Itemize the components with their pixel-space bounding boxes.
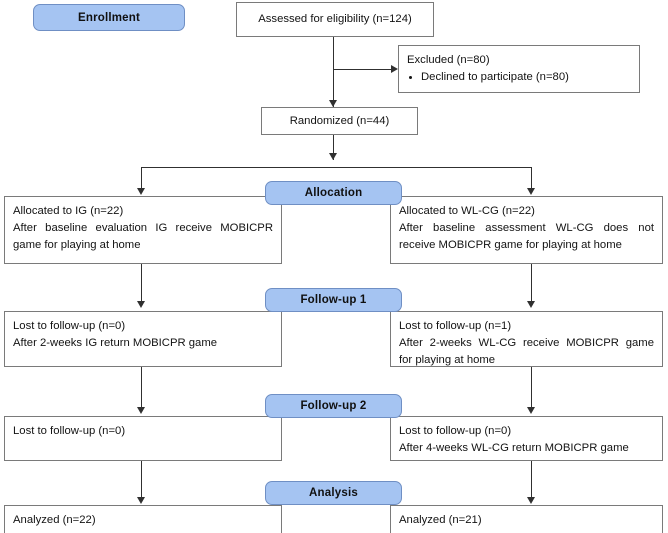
connector-fu2-left-to-analysis (141, 461, 142, 498)
followup2-right-line1: Lost to follow-up (n=0) (399, 425, 512, 437)
allocation-left-line3: game for playing at home (13, 239, 141, 251)
stage-badge-allocation-label: Allocation (304, 187, 363, 199)
followup1-right-line1: Lost to follow-up (n=1) (399, 320, 512, 332)
connector-alloc-left-to-fu1 (141, 264, 142, 302)
arrow-alloc-right-to-fu1 (527, 301, 535, 308)
followup2-right-line2: After 4-weeks WL-CG return MOBICPR game (399, 442, 629, 454)
assessed-for-eligibility-text: Assessed for eligibility (n=124) (258, 13, 412, 25)
randomized-box: Randomized (n=44) (261, 107, 418, 135)
allocation-left-line1: Allocated to IG (n=22) (13, 205, 124, 217)
analysis-left-box: Analyzed (n=22) (4, 505, 282, 533)
assessed-for-eligibility-box: Assessed for eligibility (n=124) (236, 2, 434, 37)
arrow-to-allocation-right (527, 188, 535, 195)
connector-assessed-to-randomized (333, 37, 334, 107)
followup2-left-box: Lost to follow-up (n=0) (4, 416, 282, 461)
stage-badge-followup1-label: Follow-up 1 (300, 294, 367, 306)
connector-fu1-right-to-fu2 (531, 367, 532, 408)
stage-badge-followup2-label: Follow-up 2 (300, 400, 367, 412)
allocation-right-box: Allocated to WL-CG (n=22) After baseline… (390, 196, 663, 264)
followup2-left-line1: Lost to follow-up (n=0) (13, 425, 126, 437)
allocation-right-line1: Allocated to WL-CG (n=22) (399, 205, 535, 217)
connector-split-right-drop (531, 167, 532, 189)
connector-split-bar (141, 167, 531, 168)
arrow-fu2-right-to-analysis (527, 497, 535, 504)
allocation-right-line3: receive MOBICPR game for playing at home (399, 239, 622, 251)
connector-alloc-right-to-fu1 (531, 264, 532, 302)
connector-fu1-left-to-fu2 (141, 367, 142, 408)
stage-badge-enrollment-label: Enrollment (77, 11, 141, 24)
followup1-right-line2: After 2-weeks WL-CG receive MOBICPR game (399, 337, 654, 349)
arrow-to-allocation-left (137, 188, 145, 195)
analysis-left-line1: Analyzed (n=22) (13, 514, 96, 526)
analysis-right-line1: Analyzed (n=21) (399, 514, 482, 526)
excluded-box: Excluded (n=80) Declined to participate … (398, 45, 640, 93)
stage-badge-followup1: Follow-up 1 (265, 288, 402, 312)
stage-badge-analysis-label: Analysis (309, 487, 358, 499)
arrow-fu1-right-to-fu2 (527, 407, 535, 414)
followup1-left-box: Lost to follow-up (n=0) After 2-weeks IG… (4, 311, 282, 367)
excluded-reason-text: Declined to participate (n=80) (421, 71, 569, 83)
followup1-right-line3: for playing at home (399, 354, 496, 366)
connector-randomized-stem (333, 135, 334, 160)
connector-fu2-right-to-analysis (531, 461, 532, 498)
bullet-icon (409, 76, 412, 79)
arrow-fu2-left-to-analysis (137, 497, 145, 504)
followup1-left-line1: Lost to follow-up (n=0) (13, 320, 126, 332)
connector-split-left-drop (141, 167, 142, 189)
arrow-to-randomized (329, 100, 337, 107)
followup1-right-box: Lost to follow-up (n=1) After 2-weeks WL… (390, 311, 663, 367)
analysis-right-box: Analyzed (n=21) (390, 505, 663, 533)
excluded-title: Excluded (n=80) (407, 54, 490, 66)
connector-assessed-to-excluded (333, 69, 391, 70)
arrow-alloc-left-to-fu1 (137, 301, 145, 308)
stage-badge-followup2: Follow-up 2 (265, 394, 402, 418)
allocation-right-line2: After baseline assessment WL-CG does not (399, 222, 654, 234)
excluded-reason-item: Declined to participate (n=80) (407, 69, 631, 86)
allocation-left-line2: After baseline evaluation IG receive MOB… (13, 222, 273, 234)
arrow-randomized-split (329, 153, 337, 160)
stage-badge-enrollment: Enrollment (33, 4, 185, 31)
stage-badge-allocation: Allocation (265, 181, 402, 205)
stage-badge-analysis: Analysis (265, 481, 402, 505)
randomized-text: Randomized (n=44) (289, 114, 390, 127)
arrow-fu1-left-to-fu2 (137, 407, 145, 414)
arrow-to-excluded (391, 65, 398, 73)
followup2-right-box: Lost to follow-up (n=0) After 4-weeks WL… (390, 416, 663, 461)
allocation-left-box: Allocated to IG (n=22) After baseline ev… (4, 196, 282, 264)
followup1-left-line2: After 2-weeks IG return MOBICPR game (13, 337, 218, 349)
